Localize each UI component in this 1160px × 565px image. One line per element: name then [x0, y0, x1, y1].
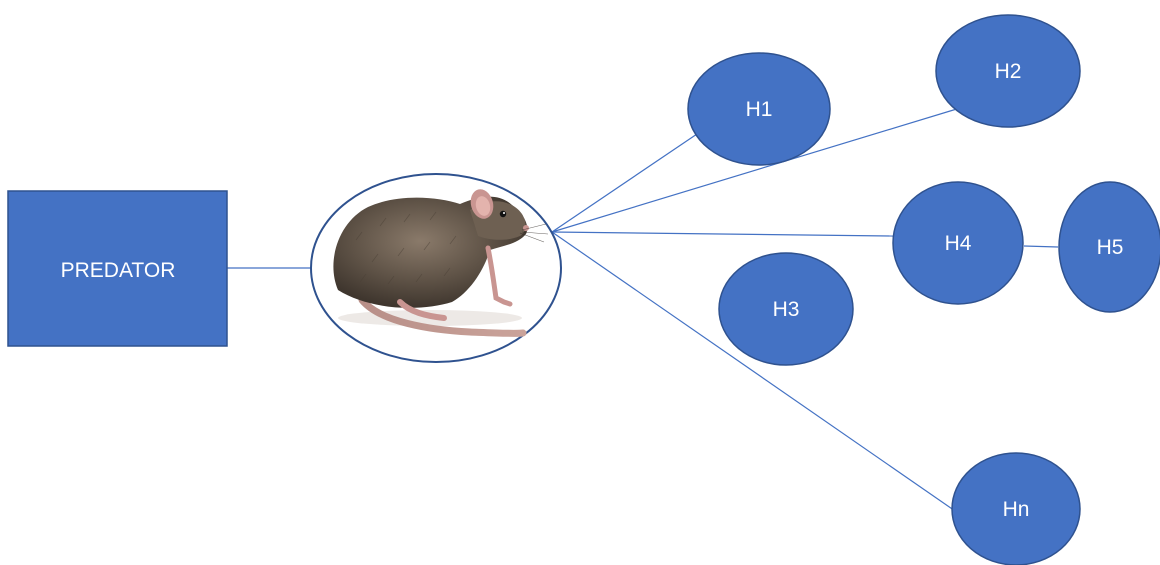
edge-prey-h1	[552, 134, 697, 232]
predator-node: PREDATOR	[8, 191, 227, 346]
node-hn-label: Hn	[1003, 498, 1030, 521]
prey-node	[311, 174, 561, 362]
node-h1-label: H1	[746, 98, 773, 121]
node-h5-label: H5	[1097, 236, 1124, 259]
node-hn: Hn	[952, 453, 1080, 565]
node-h2: H2	[936, 15, 1080, 127]
node-h1: H1	[688, 53, 830, 165]
node-h5: H5	[1059, 182, 1160, 312]
node-h4: H4	[893, 182, 1023, 304]
predator-label: PREDATOR	[61, 259, 176, 282]
edge-h4-h5	[1024, 246, 1058, 247]
edge-prey-h4	[552, 232, 893, 236]
node-h2-label: H2	[995, 60, 1022, 83]
node-h4-label: H4	[945, 232, 972, 255]
node-h3-label: H3	[773, 298, 800, 321]
node-h3: H3	[719, 253, 853, 365]
